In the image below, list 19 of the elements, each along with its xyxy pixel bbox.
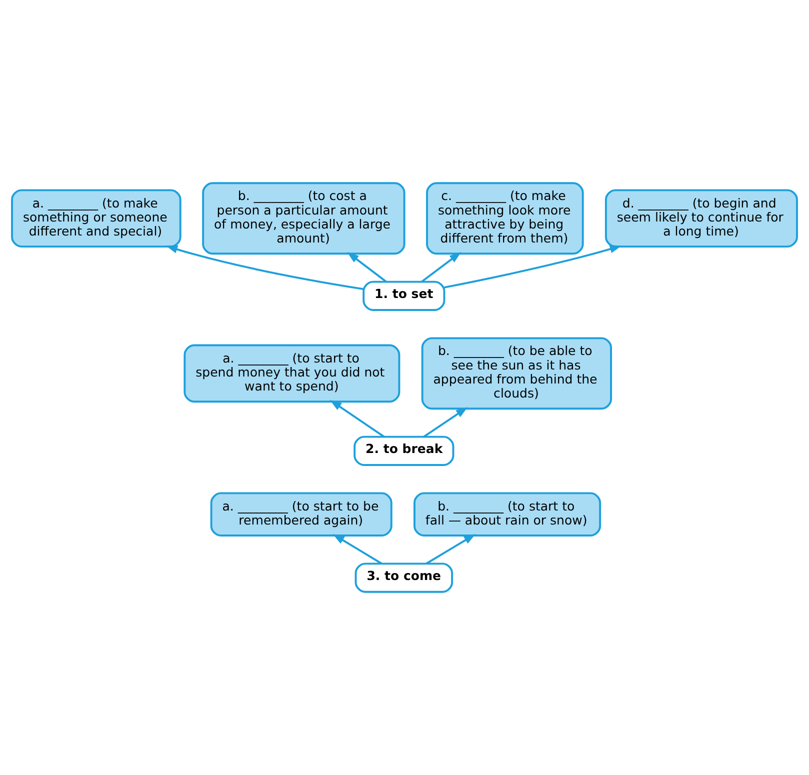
node-box: d. ________ (to begin and seem likely to continue for a long time)	[604, 189, 798, 248]
node-box: 2. to break	[354, 436, 454, 466]
arrow	[166, 245, 364, 290]
node-box: a. ________ (to start to be remembered again)	[210, 492, 392, 536]
node-box: b. ________ (to cost a person a particular amount of money, especially a large amount)	[202, 182, 406, 255]
arrow	[426, 534, 476, 564]
node-box: b. ________ (to start to fall — about rain or snow)	[414, 492, 602, 536]
arrow	[332, 534, 382, 564]
node-box: a. ________ (to make something or someone different and special)	[11, 189, 182, 248]
node-box: c. ________ (to make something look more attractive by being different from them)	[426, 182, 584, 255]
arrow	[330, 400, 385, 438]
node-box: 3. to come	[354, 562, 454, 593]
node-box: 1. to set	[362, 280, 446, 311]
node-box: a. ________ (to start to spend money that you did not want to spend)	[184, 344, 400, 403]
arrow	[347, 252, 387, 283]
arrow	[423, 407, 468, 438]
arrow	[421, 252, 462, 283]
arrow	[444, 245, 622, 288]
node-box: b. ________ (to be able to see the sun as it has appeared from behind the clouds)	[421, 337, 612, 410]
